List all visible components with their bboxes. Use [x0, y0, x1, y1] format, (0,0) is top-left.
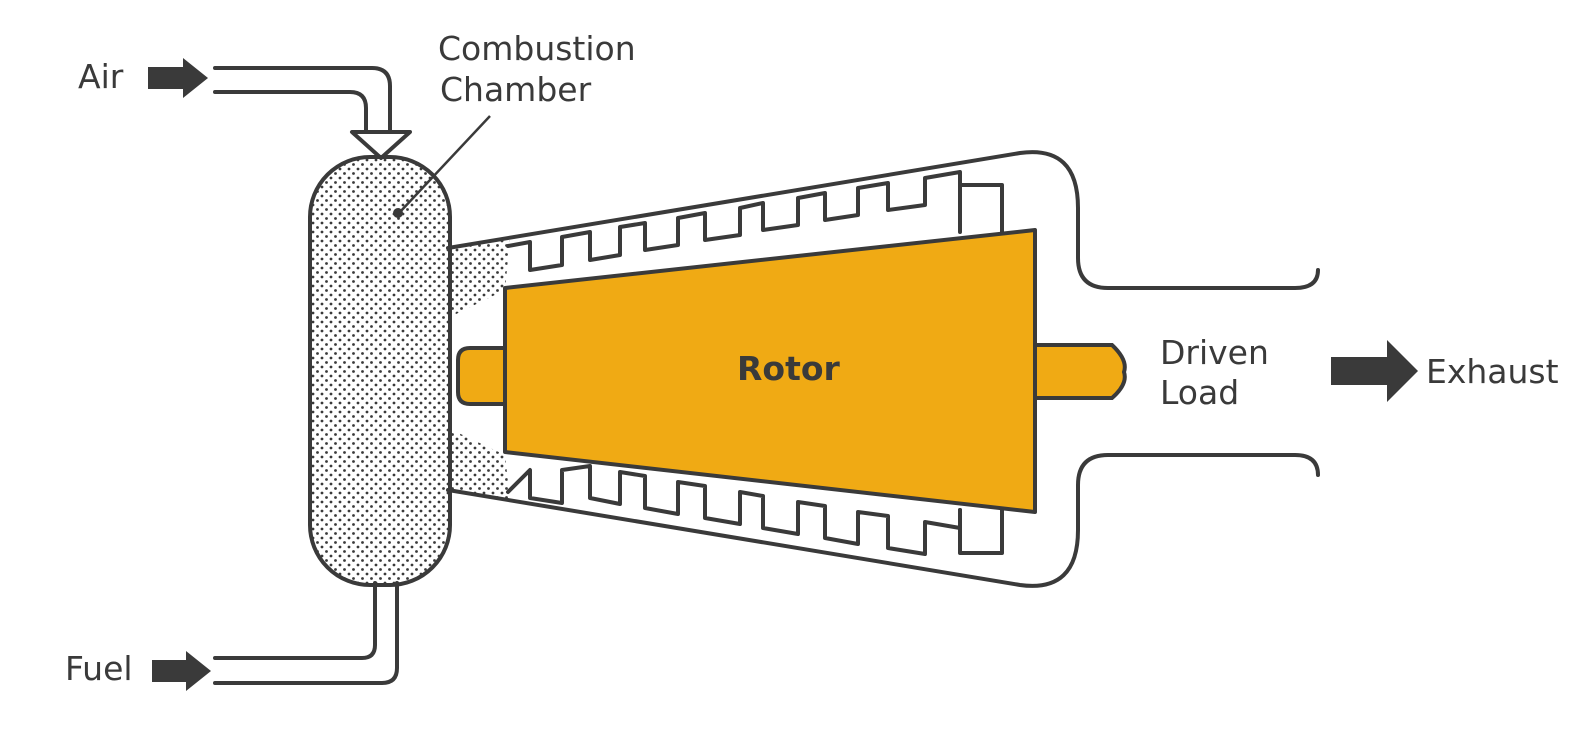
hot-gas-region: [448, 238, 510, 500]
exhaust-label: Exhaust: [1426, 352, 1559, 391]
combustion-label-line1: Combustion: [438, 29, 636, 68]
fuel-inlet-duct: [213, 581, 399, 685]
combustion-chamber: [308, 155, 452, 587]
air-label: Air: [78, 57, 124, 96]
driven-load-label-line1: Driven: [1160, 333, 1269, 372]
air-down-arrow: [350, 130, 412, 160]
combustion-leader-line: [399, 115, 491, 213]
turbine-casing: [446, 150, 1320, 588]
rotor: [503, 228, 1037, 514]
driven-load-label-line2: Load: [1160, 373, 1239, 412]
air-inlet-duct: [213, 66, 412, 160]
fuel-arrow: [152, 651, 211, 691]
combustion-leader-dot: [393, 208, 403, 218]
exhaust-arrow: [1331, 340, 1418, 402]
fuel-label: Fuel: [65, 649, 133, 688]
rotor-label: Rotor: [737, 349, 841, 388]
turbine-blades: [506, 170, 1004, 556]
rotor-shaft-left: [456, 346, 507, 406]
combustion-label-line2: Chamber: [440, 70, 592, 109]
air-arrow: [148, 58, 208, 98]
rotor-shaft-right: [1033, 343, 1127, 400]
